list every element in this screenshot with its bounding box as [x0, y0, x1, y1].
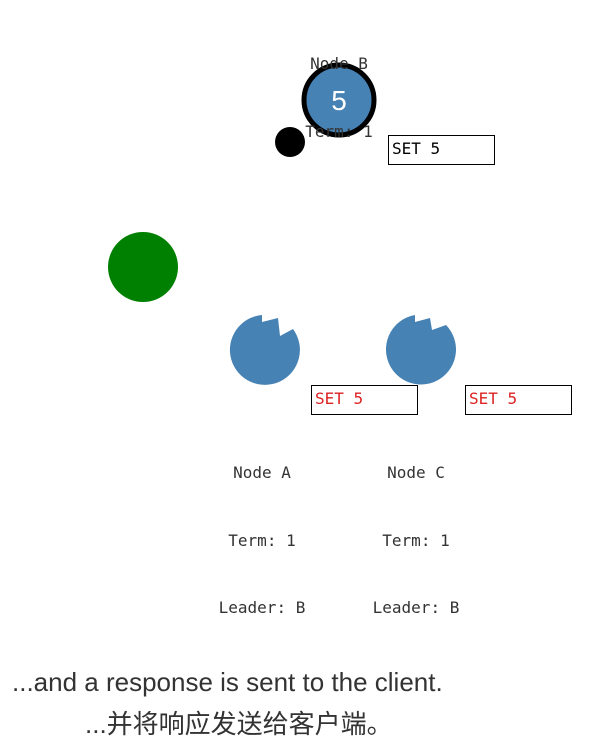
node-a-leader: Leader: B: [218, 598, 306, 617]
node-b-log-entry: SET 5: [388, 135, 495, 165]
node-c-term: Term: 1: [382, 530, 450, 550]
caption-english: ...and a response is sent to the client.: [12, 667, 443, 697]
node-a-term: Term: 1: [228, 530, 296, 550]
node-b-name: Node B: [310, 54, 368, 73]
node-c-label: Node C Term: 1 Leader: B: [336, 417, 496, 665]
client-node: [108, 232, 178, 302]
node-c-log-entry: SET 5: [465, 385, 572, 415]
node-c-circle: [385, 315, 456, 385]
node-a-circle: [229, 315, 300, 385]
caption-chinese: ...并将响应发送给客户端。: [85, 709, 393, 739]
node-b-value: 5: [331, 85, 347, 116]
node-a-label: Node A Term: 1 Leader: B: [182, 417, 342, 665]
node-a-name: Node A: [233, 463, 291, 482]
response-message-dot: [275, 127, 305, 157]
node-b-term: Term: 1: [305, 121, 373, 141]
node-b-label: Node B Term: 1: [259, 8, 419, 188]
node-b-leader-ring: [301, 62, 377, 138]
node-c-leader: Leader: B: [372, 598, 460, 617]
node-a-log-entry: SET 5: [311, 385, 418, 415]
node-c-name: Node C: [387, 463, 445, 482]
